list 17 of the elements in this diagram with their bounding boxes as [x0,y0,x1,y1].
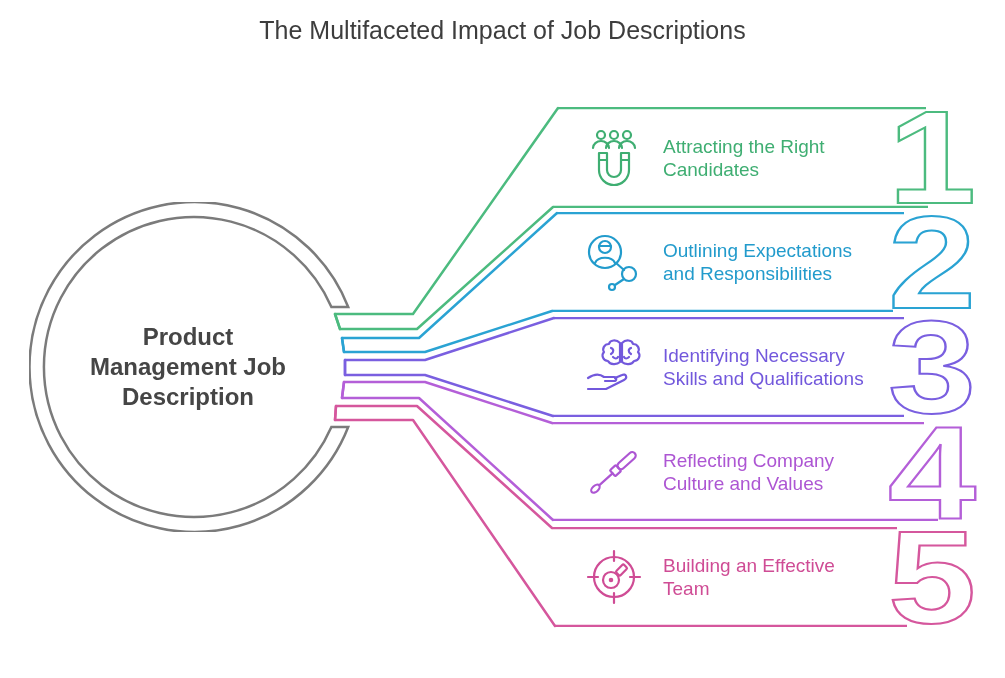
step-label: Identifying Necessary Skills and Qualifications [663,344,865,390]
step-number: 3 [886,320,978,416]
step-label: Building an Effective Team [663,554,836,600]
step-band [552,422,977,521]
diagram-title: The Multifaceted Impact of Job Descriptions [259,15,746,46]
step-label: Outlining Expectations and Responsibilities [663,239,854,285]
ribbon-connector [343,316,556,418]
step-number: 1 [886,110,978,206]
center-label: Product Management Job Description [89,322,287,412]
step-label: Attracting the Right Candidates [663,134,826,181]
step-label: Reflecting Company Culture and Values [663,448,836,495]
ribbon-connector [340,380,555,522]
ribbon-connector [333,404,557,628]
step-number: 4 [886,425,978,521]
step-number: 2 [886,215,978,311]
step-number: 5 [886,530,978,626]
ribbon-connector [340,211,559,354]
